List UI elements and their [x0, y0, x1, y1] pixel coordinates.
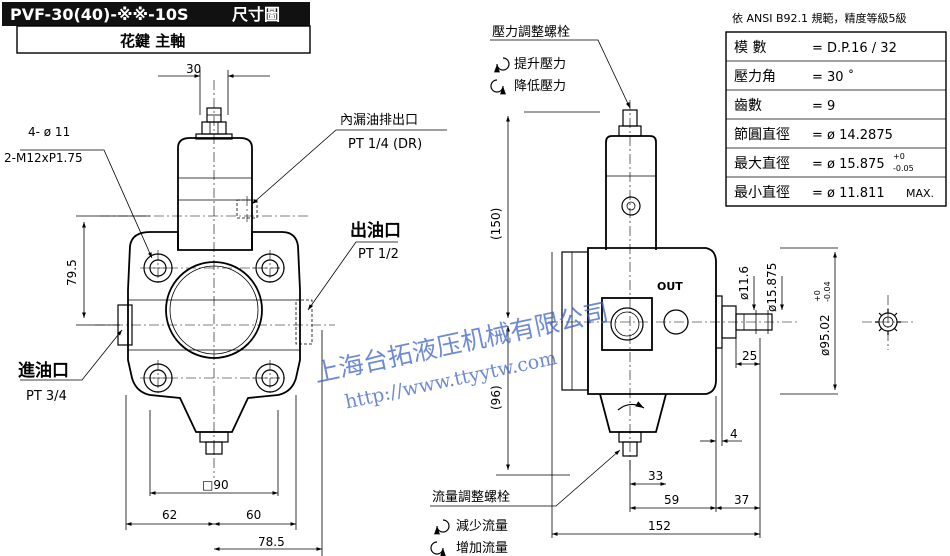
- out-port-bore: [610, 307, 644, 341]
- dim-30: 30: [186, 62, 201, 76]
- pressure-down-label: 降低壓力: [514, 79, 566, 94]
- dim-95-02-tol-up: +0: [813, 290, 822, 302]
- dim-25: 25: [742, 349, 757, 363]
- pressure-screw-label: 壓力調整螺栓: [492, 25, 570, 40]
- outlet-leader: [307, 241, 398, 311]
- spec-value-pressure-angle: = 30 ˚: [812, 69, 854, 85]
- dim-95-02-tol-low: -0.04: [823, 281, 832, 302]
- spec-label-max-diameter: 最大直徑: [734, 155, 790, 172]
- spec-tol-up-max-diameter: +0: [893, 152, 905, 161]
- out-port-face: [601, 297, 653, 351]
- right-main-body: [587, 247, 717, 395]
- outlet-port-hidden: [295, 299, 313, 345]
- dim-78-5: 78.5: [258, 535, 285, 549]
- outlet-port: PT 1/2: [358, 247, 399, 262]
- spline-spec-table: 依 ANSI B92.1 規範，精度等級5級 模 數 = D.P.16 / 32…: [725, 11, 947, 207]
- spec-label-teeth: 齒數: [734, 98, 762, 114]
- dim-33: 33: [648, 469, 663, 483]
- bolt-leader: [20, 149, 153, 259]
- spec-value-min-diameter: = ø 11.811: [812, 186, 885, 201]
- drain-leader: [251, 129, 447, 205]
- clockwise-icon: [494, 57, 510, 73]
- pump-body: [127, 231, 301, 433]
- flow-down-label: 減少流量: [456, 518, 508, 534]
- dim-62: 62: [162, 508, 177, 522]
- inlet-port: PT 3/4: [26, 389, 67, 404]
- spec-suffix-min-diameter: MAX.: [906, 187, 934, 200]
- dim-95-02: ø95.02: [818, 314, 832, 356]
- outlet-label: 出油口: [350, 220, 401, 241]
- out-mark: OUT: [657, 280, 683, 293]
- rotation-arrow: [617, 401, 645, 411]
- spec-label-min-diameter: 最小直徑: [734, 184, 790, 201]
- dim-11-6: ø11.6: [737, 266, 751, 300]
- bolt-holes: [140, 250, 288, 396]
- spec-value-max-diameter: = ø 15.875: [812, 157, 885, 172]
- right-side-view: OUT: [430, 25, 914, 556]
- title-bar: [2, 2, 310, 26]
- dim-square-90: □90: [202, 478, 229, 492]
- title-subtitle: 花鍵 主軸: [120, 32, 185, 50]
- subtitle-box: [16, 25, 311, 54]
- pressure-up-label: 提升壓力: [514, 56, 566, 72]
- dim-37: 37: [734, 493, 749, 507]
- drain-port: PT 1/4 (DR): [348, 137, 422, 152]
- spline-gear-icon: [862, 295, 914, 350]
- dim-79-5: 79.5: [65, 259, 79, 286]
- title-suffix: 尺寸圖: [232, 5, 280, 24]
- spline-shaft: [735, 313, 773, 331]
- dim-59: 59: [664, 493, 679, 507]
- clockwise-icon: [434, 519, 450, 535]
- drain-label: 內漏油排出口: [340, 112, 418, 128]
- title-box: PVF-30(40)-※※-10S 尺寸圖 花鍵 主軸: [2, 2, 311, 54]
- flow-screw-leader: [430, 449, 621, 507]
- spec-label-pitch-diameter: 節圓直徑: [734, 126, 790, 143]
- dim-150: (150): [489, 208, 503, 240]
- dim-96: (96): [489, 385, 503, 410]
- out-port-plug: [663, 309, 689, 335]
- title-model: PVF-30(40)-※※-10S: [10, 5, 189, 24]
- inlet-leader: [20, 329, 123, 381]
- watermark: 上海台拓液压机械有限公司 http://www.ttyytw.com: [312, 297, 611, 413]
- right-upper-housing: [605, 135, 657, 250]
- bolt-callout-holes: 4- ø 11: [28, 125, 70, 139]
- spec-value-module: = D.P.16 / 32: [812, 41, 897, 56]
- left-front-view: 30 4- ø 11 2-M12xP1.75 內漏油排出口 PT 1/4 (DR…: [4, 62, 447, 556]
- spec-value-pitch-diameter: = ø 14.2875: [812, 128, 893, 143]
- flow-up-label: 增加流量: [456, 541, 508, 556]
- spec-tol-low-max-diameter: -0.05: [893, 164, 914, 173]
- end-cover: [561, 251, 589, 391]
- dim-15-875: ø15.875: [765, 263, 779, 312]
- right-lower-housing: [599, 393, 667, 433]
- dim-4: 4: [730, 427, 738, 441]
- dim-60: 60: [246, 508, 261, 522]
- pressure-screw-leader: [490, 39, 631, 109]
- main-bore: [165, 261, 263, 359]
- inlet-label: 進油口: [18, 360, 69, 381]
- right-drain-port: [621, 196, 641, 216]
- counterclockwise-icon: [430, 541, 446, 556]
- spec-label-module: 模 數: [734, 40, 766, 56]
- dim-152: 152: [648, 519, 671, 533]
- spline-table-note: 依 ANSI B92.1 規範，精度等級5級: [732, 11, 907, 25]
- flow-screw-label: 流量調整螺栓: [432, 490, 510, 505]
- bolt-callout-thread: 2-M12xP1.75: [4, 151, 83, 165]
- spec-value-teeth: = 9: [812, 99, 835, 114]
- counterclockwise-icon: [490, 79, 506, 95]
- upper-boss: [177, 137, 253, 250]
- spec-label-pressure-angle: 壓力角: [734, 69, 776, 85]
